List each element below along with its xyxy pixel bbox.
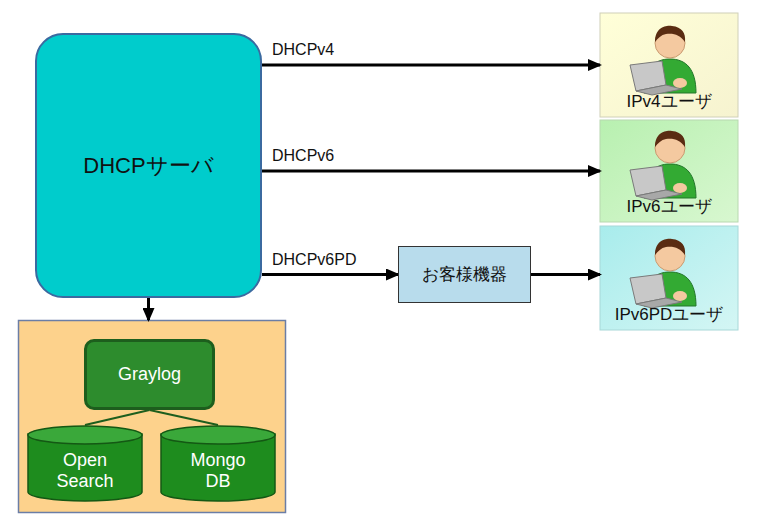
flow-arrow <box>262 273 398 276</box>
user-box: IPv4ユーザ <box>600 13 738 117</box>
flow-arrow <box>262 170 600 173</box>
node-text: Open Search <box>47 450 123 491</box>
logging-group-ground <box>19 321 286 513</box>
user-box-ground <box>600 226 738 330</box>
server-box: DHCPサーバ <box>35 33 262 298</box>
flow-arrow <box>147 298 150 320</box>
user-box-ground <box>600 120 738 222</box>
node-text: お客様機器 <box>422 265 507 285</box>
cylinder-top <box>28 426 142 444</box>
protocol-label: DHCPv6 <box>272 147 334 165</box>
node-text: DHCPサーバ <box>83 153 213 178</box>
link-line <box>85 410 150 425</box>
device-box: お客様機器 <box>398 246 531 303</box>
protocol-label: DHCPv4 <box>272 41 334 59</box>
user-box: IPv6PDユーザ <box>600 226 738 330</box>
user-box: IPv6ユーザ <box>600 120 738 222</box>
node-text: IPv6PDユーザ <box>615 305 724 325</box>
link-line <box>150 410 219 425</box>
cylinder-top <box>161 426 275 444</box>
node-text: Graylog <box>118 364 181 385</box>
logging-group: GraylogOpen Search Mongo DB <box>18 320 286 513</box>
database-cylinder: Mongo DB <box>160 425 276 502</box>
user-icon <box>630 239 696 308</box>
node-text: Mongo DB <box>180 450 256 491</box>
user-icon <box>630 131 696 200</box>
node-text: IPv6ユーザ <box>626 197 711 217</box>
node-text: IPv4ユーザ <box>626 92 711 112</box>
user-icon <box>630 26 696 95</box>
user-box-ground <box>600 13 738 117</box>
flow-arrow <box>531 273 600 276</box>
database-cylinder: Open Search <box>27 425 143 502</box>
protocol-label: DHCPv6PD <box>272 251 356 269</box>
graylog-box: Graylog <box>84 339 215 410</box>
flow-arrow <box>262 64 600 67</box>
